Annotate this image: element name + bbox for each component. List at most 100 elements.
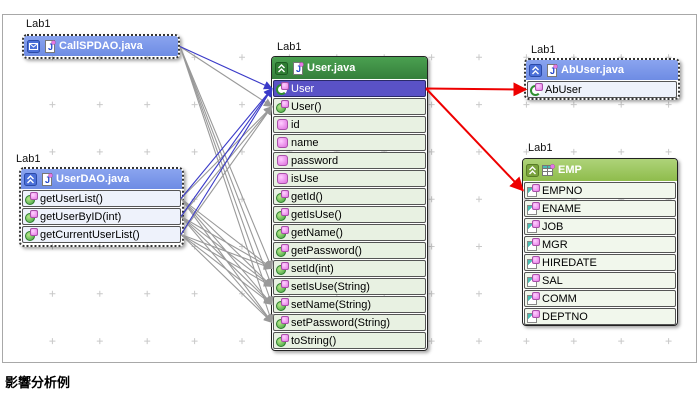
node-title: CallSPDAO.java	[59, 40, 143, 52]
java-file-icon: J	[43, 39, 56, 53]
svg-text:J: J	[48, 42, 53, 52]
row-label: getCurrentUserList()	[40, 228, 140, 241]
row-getpassword[interactable]: getPassword()	[273, 242, 426, 259]
diagram-frame	[2, 14, 697, 363]
row-label: HIREDATE	[542, 256, 597, 269]
row-label: name	[291, 136, 319, 149]
row-getisuse[interactable]: getIsUse()	[273, 206, 426, 223]
row-label: DEPTNO	[542, 310, 588, 323]
node-emp-table[interactable]: EMP EMPNO ENAME JOB MGR HIREDATE SAL COMM DEPTN…	[522, 158, 678, 326]
method-icon	[276, 226, 289, 239]
node-title: User.java	[307, 62, 356, 74]
package-label-callspdao: Lab1	[26, 18, 51, 30]
chevron-up-icon	[24, 172, 37, 186]
column-icon	[527, 184, 540, 197]
svg-text:J: J	[45, 175, 50, 185]
row-name[interactable]: name	[273, 134, 426, 151]
row-label: EMPNO	[542, 184, 583, 197]
node-title: UserDAO.java	[56, 173, 130, 185]
method-icon	[25, 210, 38, 223]
method-icon	[276, 100, 289, 113]
row-label: User()	[291, 100, 322, 113]
row-getuserbyid-int[interactable]: getUserByID(int)	[22, 208, 181, 225]
row-label: JOB	[542, 220, 564, 233]
row-ename[interactable]: ENAME	[524, 200, 676, 217]
package-label-user: Lab1	[277, 41, 302, 53]
java-file-icon: J	[40, 172, 53, 186]
row-label: setIsUse(String)	[291, 280, 370, 293]
column-icon	[527, 256, 540, 269]
row-user[interactable]: User()	[273, 98, 426, 115]
package-label-abuser: Lab1	[531, 44, 556, 56]
method-icon	[276, 280, 289, 293]
node-callspdao-java[interactable]: J CallSPDAO.java	[22, 34, 180, 59]
method-icon	[276, 334, 289, 347]
row-sal[interactable]: SAL	[524, 272, 676, 289]
chevron-up-icon	[529, 63, 542, 77]
row-setisuse-string[interactable]: setIsUse(String)	[273, 278, 426, 295]
row-label: ENAME	[542, 202, 582, 215]
node-header[interactable]: J User.java	[272, 57, 427, 79]
row-label: getIsUse()	[291, 208, 342, 221]
caption: 影響分析例	[5, 375, 71, 390]
row-password[interactable]: password	[273, 152, 426, 169]
row-label: MGR	[542, 238, 568, 251]
java-file-icon: J	[291, 61, 304, 75]
row-job[interactable]: JOB	[524, 218, 676, 235]
method-icon	[276, 244, 289, 257]
row-label: id	[291, 118, 300, 131]
row-setpassword-string[interactable]: setPassword(String)	[273, 314, 426, 331]
row-comm[interactable]: COMM	[524, 290, 676, 307]
row-label: getUserByID(int)	[40, 210, 122, 223]
node-header[interactable]: J UserDAO.java	[21, 169, 182, 189]
field-icon	[276, 118, 289, 131]
row-label: getUserList()	[40, 192, 103, 205]
row-label: getName()	[291, 226, 343, 239]
package-label-emp: Lab1	[528, 142, 553, 154]
field-icon	[276, 154, 289, 167]
node-header[interactable]: EMP	[523, 159, 677, 181]
row-label: setPassword(String)	[291, 316, 391, 329]
row-label: isUse	[291, 172, 319, 185]
row-tostring[interactable]: toString()	[273, 332, 426, 349]
node-header[interactable]: J CallSPDAO.java	[24, 36, 178, 56]
package-label-userdao: Lab1	[16, 153, 41, 165]
class-icon	[276, 82, 289, 95]
column-icon	[527, 274, 540, 287]
chevron-up-icon	[526, 163, 539, 177]
row-getid[interactable]: getId()	[273, 188, 426, 205]
class-icon	[530, 83, 543, 96]
row-label: toString()	[291, 334, 337, 347]
row-hiredate[interactable]: HIREDATE	[524, 254, 676, 271]
row-id[interactable]: id	[273, 116, 426, 133]
column-icon	[527, 220, 540, 233]
row-getname[interactable]: getName()	[273, 224, 426, 241]
method-icon	[276, 190, 289, 203]
method-icon	[276, 208, 289, 221]
field-icon	[276, 136, 289, 149]
row-mgr[interactable]: MGR	[524, 236, 676, 253]
row-abuser[interactable]: AbUser	[527, 81, 677, 98]
row-user[interactable]: User	[273, 80, 426, 97]
row-getcurrentuserlist[interactable]: getCurrentUserList()	[22, 226, 181, 243]
row-label: setName(String)	[291, 298, 372, 311]
row-setid-int[interactable]: setId(int)	[273, 260, 426, 277]
node-userdao-java[interactable]: J UserDAO.java getUserList() getUserByID(…	[19, 167, 184, 247]
field-icon	[276, 172, 289, 185]
node-title: EMP	[558, 164, 582, 176]
method-icon	[25, 192, 38, 205]
row-empno[interactable]: EMPNO	[524, 182, 676, 199]
row-getuserlist[interactable]: getUserList()	[22, 190, 181, 207]
envelope-icon	[27, 39, 40, 53]
row-setname-string[interactable]: setName(String)	[273, 296, 426, 313]
node-header[interactable]: J AbUser.java	[526, 60, 678, 80]
column-icon	[527, 310, 540, 323]
row-label: COMM	[542, 292, 577, 305]
node-abuser-java[interactable]: J AbUser.java AbUser	[524, 58, 680, 100]
row-label: AbUser	[545, 83, 582, 96]
row-isuse[interactable]: isUse	[273, 170, 426, 187]
row-deptno[interactable]: DEPTNO	[524, 308, 676, 325]
java-file-icon: J	[545, 63, 558, 77]
